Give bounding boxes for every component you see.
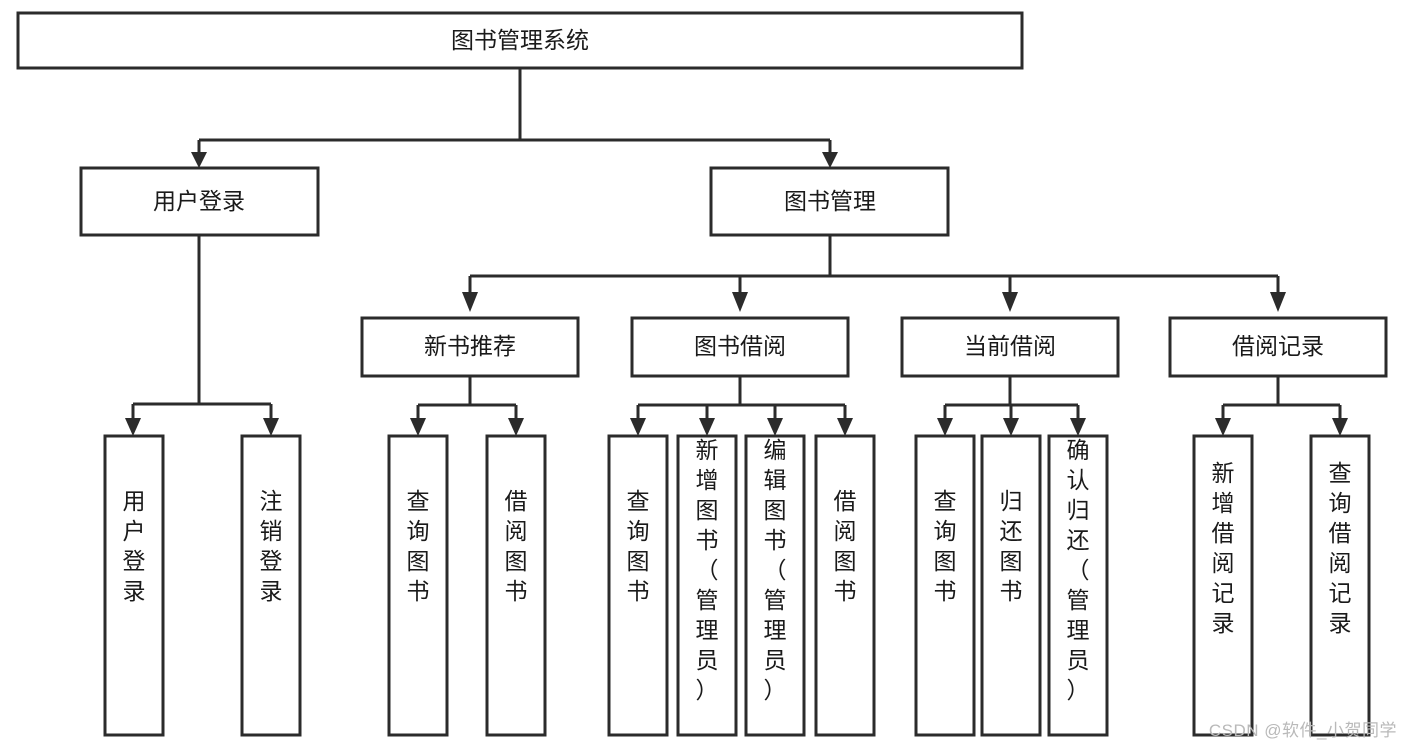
leaf-user-logout-label: 注销登录 (260, 488, 283, 604)
node-new-book-recommend-label: 新书推荐 (424, 333, 516, 359)
leaf-add-book-box[interactable] (676, 434, 738, 737)
leaf-confirm-return-label: 确认归还（管理员） (1067, 437, 1090, 703)
node-book-manage-label: 图书管理 (784, 188, 876, 214)
arrow-head-leaf-borrow-book-2 (837, 418, 853, 436)
leaf-add-record-label: 新增借阅记录 (1212, 460, 1235, 636)
arrow-head-leaf-user-login (125, 418, 141, 436)
node-new-book-recommend[interactable]: 新书推荐 (360, 316, 580, 378)
leaf-query-book-2[interactable]: 查询图书 (607, 434, 669, 737)
edge-layer (125, 68, 1348, 436)
leaf-add-record-box[interactable] (1192, 434, 1254, 737)
leaf-borrow-book-1-label: 借阅图书 (505, 488, 528, 604)
arrow-head-leaf-edit-book (767, 418, 783, 436)
leaf-edit-book[interactable]: 编辑图书（管理员） (744, 434, 806, 737)
leaf-user-login[interactable]: 用户登录 (103, 434, 165, 737)
arrow-head-leaf-borrow-book-1 (508, 418, 524, 436)
leaf-edit-book-box[interactable] (744, 434, 806, 737)
leaf-borrow-book-1-box[interactable] (485, 434, 547, 737)
arrow-head-new-book-recommend (462, 292, 478, 312)
arrow-head-book-borrow (732, 292, 748, 312)
leaf-add-book-label: 新增图书（管理员） (696, 437, 719, 703)
leaf-query-record[interactable]: 查询借阅记录 (1309, 434, 1371, 737)
node-root-box[interactable] (16, 11, 1024, 70)
leaf-query-book-2-label: 查询图书 (627, 488, 650, 604)
arrow-head-leaf-query-book-2 (630, 418, 646, 436)
leaf-user-login-label: 用户登录 (123, 488, 146, 604)
leaf-user-login-box[interactable] (103, 434, 165, 737)
leaf-borrow-book-2-box[interactable] (814, 434, 876, 737)
arrow-head-current-borrow (1002, 292, 1018, 312)
arrow-head-leaf-add-record (1215, 418, 1231, 436)
node-book-borrow-label: 图书借阅 (694, 333, 786, 359)
arrow-head-leaf-query-book-1 (410, 418, 426, 436)
arrow-head-leaf-user-logout (263, 418, 279, 436)
node-new-book-recommend-box[interactable] (360, 316, 580, 378)
leaf-add-book[interactable]: 新增图书（管理员） (676, 434, 738, 737)
node-borrow-record-box[interactable] (1168, 316, 1388, 378)
arrow-head-book-manage (822, 152, 838, 168)
leaf-borrow-book-1[interactable]: 借阅图书 (485, 434, 547, 737)
node-book-borrow[interactable]: 图书借阅 (630, 316, 850, 378)
node-borrow-record-label: 借阅记录 (1232, 333, 1324, 359)
leaf-query-book-3-label: 查询图书 (934, 488, 957, 604)
leaf-query-book-3[interactable]: 查询图书 (914, 434, 976, 737)
leaf-query-record-label: 查询借阅记录 (1329, 460, 1352, 636)
leaf-confirm-return[interactable]: 确认归还（管理员） (1047, 434, 1109, 737)
arrow-head-leaf-return-book (1003, 418, 1019, 436)
node-root-label: 图书管理系统 (451, 27, 589, 53)
leaf-query-book-1-box[interactable] (387, 434, 449, 737)
leaf-query-book-1-label: 查询图书 (407, 488, 430, 604)
arrow-head-leaf-add-book (699, 418, 715, 436)
node-book-manage-box[interactable] (709, 166, 950, 237)
leaf-return-book-label: 归还图书 (1000, 488, 1023, 604)
leaf-borrow-book-2-label: 借阅图书 (834, 488, 857, 604)
leaf-add-record[interactable]: 新增借阅记录 (1192, 434, 1254, 737)
leaf-query-book-1[interactable]: 查询图书 (387, 434, 449, 737)
node-book-manage[interactable]: 图书管理 (709, 166, 950, 237)
leaf-return-book[interactable]: 归还图书 (980, 434, 1042, 737)
node-book-borrow-box[interactable] (630, 316, 850, 378)
node-current-borrow-label: 当前借阅 (964, 333, 1056, 359)
leaf-confirm-return-box[interactable] (1047, 434, 1109, 737)
leaf-query-record-box[interactable] (1309, 434, 1371, 737)
node-user-login[interactable]: 用户登录 (79, 166, 320, 237)
leaf-user-logout[interactable]: 注销登录 (240, 434, 302, 737)
node-current-borrow-box[interactable] (900, 316, 1120, 378)
leaf-query-book-2-box[interactable] (607, 434, 669, 737)
leaf-return-book-box[interactable] (980, 434, 1042, 737)
node-current-borrow[interactable]: 当前借阅 (900, 316, 1120, 378)
arrow-head-leaf-confirm-return (1070, 418, 1086, 436)
arrow-head-leaf-query-record (1332, 418, 1348, 436)
arrow-head-leaf-query-book-3 (937, 418, 953, 436)
leaf-edit-book-label: 编辑图书（管理员） (764, 437, 787, 703)
leaf-user-logout-box[interactable] (240, 434, 302, 737)
arrow-head-borrow-record (1270, 292, 1286, 312)
arrow-head-user-login (191, 152, 207, 168)
leaf-query-book-3-box[interactable] (914, 434, 976, 737)
node-user-login-box[interactable] (79, 166, 320, 237)
node-root[interactable]: 图书管理系统 (16, 11, 1024, 70)
node-user-login-label: 用户登录 (153, 188, 245, 214)
csdn-watermark: CSDN @软件_小贺同学 (1208, 721, 1397, 740)
leaf-borrow-book-2[interactable]: 借阅图书 (814, 434, 876, 737)
node-borrow-record[interactable]: 借阅记录 (1168, 316, 1388, 378)
